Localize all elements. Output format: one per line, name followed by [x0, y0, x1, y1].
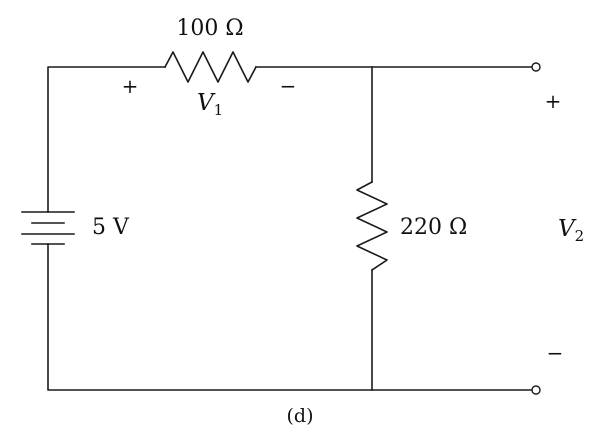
v1-symbol: V — [197, 90, 216, 116]
source-value-label: 5 V — [92, 215, 130, 240]
battery — [21, 211, 75, 245]
output-terminal-bottom — [531, 385, 541, 395]
top-left-wire — [47, 66, 166, 213]
output-terminal-top — [531, 62, 541, 72]
v1-label: V1 — [197, 90, 223, 119]
v2-plus-sign: + — [545, 89, 562, 113]
r1-minus-sign: − — [280, 74, 297, 98]
v2-symbol: V — [558, 216, 577, 242]
resistor-r1 — [163, 51, 258, 83]
v2-subscript: 2 — [575, 227, 585, 245]
resistor-r2 — [356, 180, 388, 272]
r2-value-label: 220 Ω — [400, 215, 467, 240]
figure-caption: (d) — [287, 405, 314, 427]
r1-plus-sign: + — [122, 74, 139, 98]
v2-minus-sign: − — [547, 341, 564, 365]
v2-label: V2 — [558, 216, 584, 245]
v1-subscript: 1 — [214, 101, 224, 119]
bottom-wire — [47, 243, 533, 391]
r1-value-label: 100 Ω — [176, 16, 243, 41]
wires — [47, 66, 533, 391]
